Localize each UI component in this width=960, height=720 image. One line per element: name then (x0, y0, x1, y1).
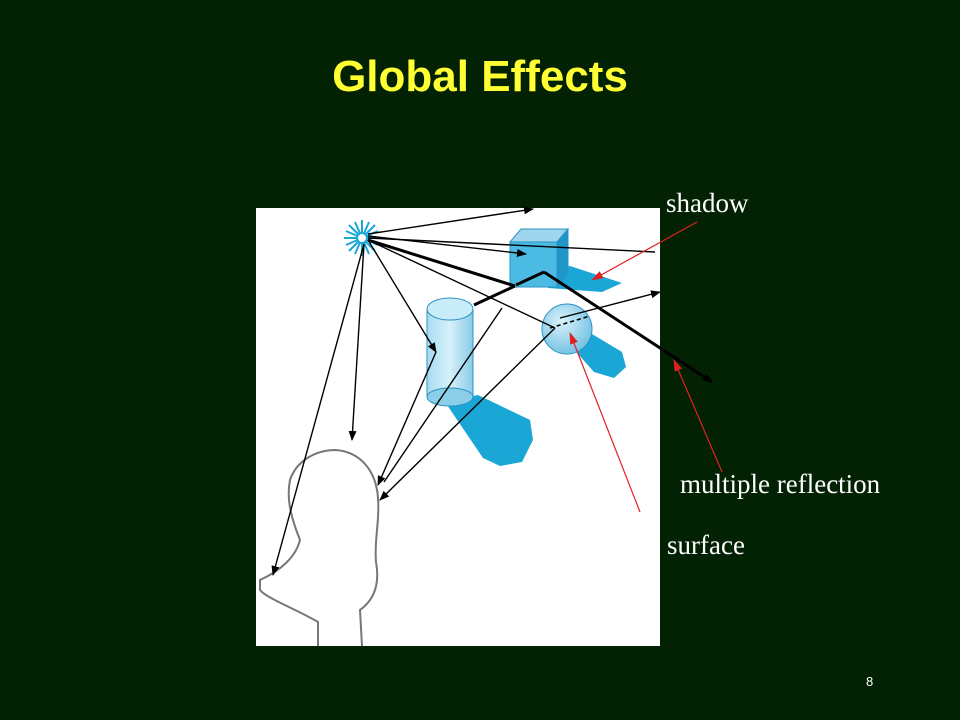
ray-to-sphere (367, 239, 556, 329)
ray-cylinder-to-eye (377, 351, 437, 486)
shadow-pointer (591, 221, 698, 281)
ray-exit-top (367, 206, 534, 235)
ray-to-chest (271, 243, 365, 576)
translucent-pointer (569, 332, 641, 513)
viewer-head-outline (259, 448, 380, 647)
ray-bounce-down (383, 307, 503, 483)
ray-exit-right (367, 237, 656, 253)
shadow-label: shadow (666, 188, 749, 218)
cube (508, 227, 570, 289)
reflection-pointer (673, 359, 723, 473)
multiple-reflection-path (367, 238, 713, 384)
cylinder-shadow (445, 395, 533, 466)
ray-to-cylinder (367, 239, 437, 353)
surface-label: surface (667, 530, 745, 560)
cylinder (426, 297, 474, 407)
annotation-arrows (569, 221, 723, 513)
scene-panel (256, 208, 660, 646)
page-number: 8 (866, 674, 874, 689)
translucent-label: translucent (519, 530, 638, 560)
ray-sphere-down (379, 327, 556, 501)
ray-reflect-right (559, 290, 661, 319)
light-rays (271, 206, 661, 576)
translucent-sphere (541, 303, 593, 355)
ray-to-head (348, 243, 365, 441)
multiple-reflection-label: multiple reflection (680, 469, 881, 499)
slide-title: Global Effects (332, 52, 628, 101)
